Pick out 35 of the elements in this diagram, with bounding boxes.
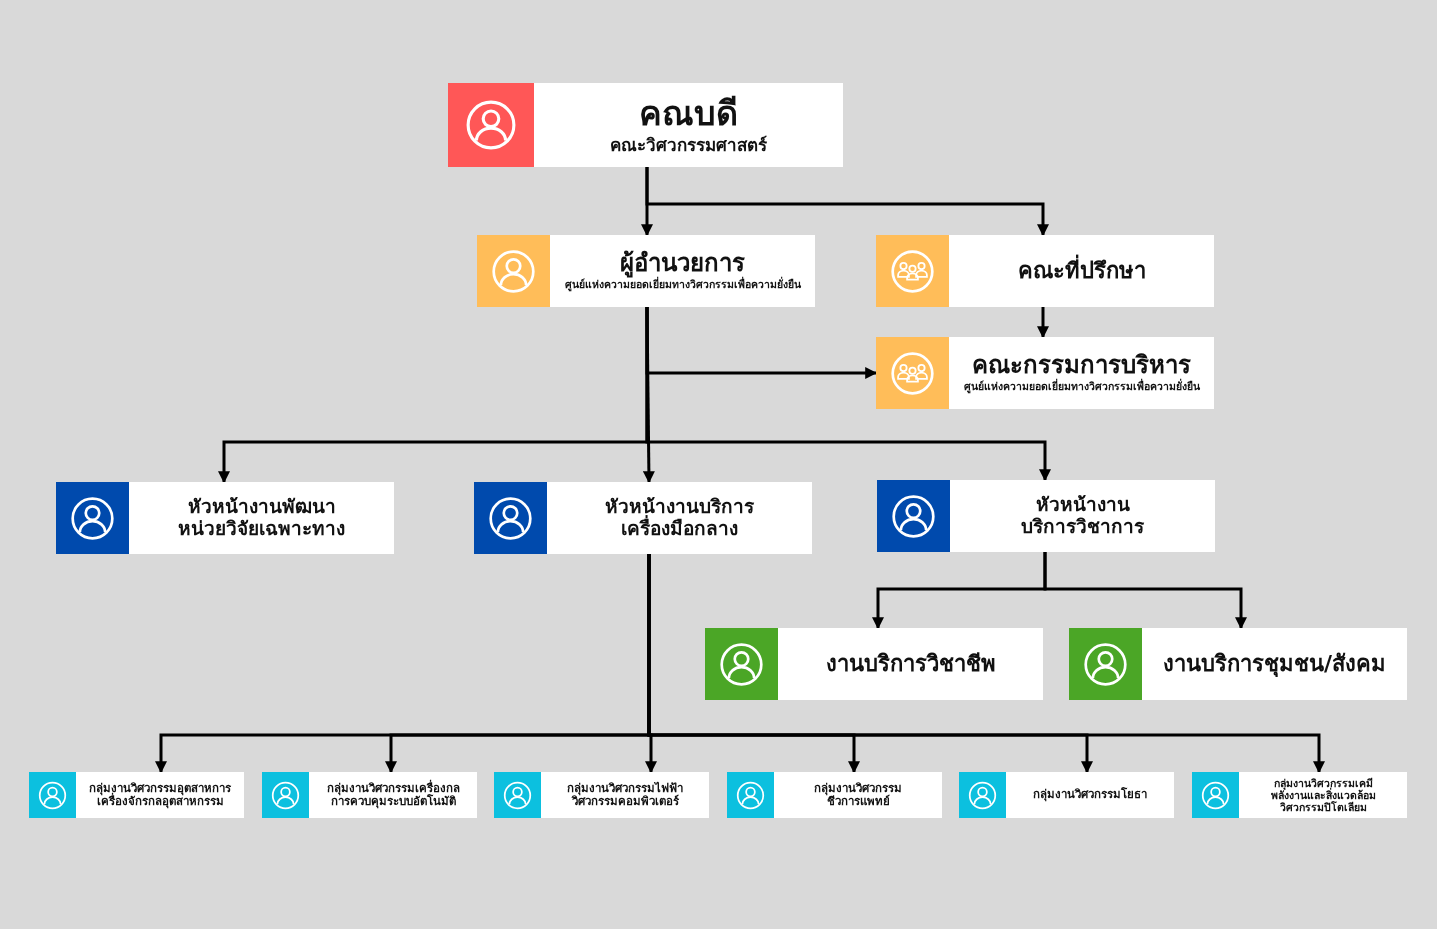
org-card: [959, 772, 1174, 818]
role-title: งานบริการวิชาชีพ: [825, 651, 996, 677]
org-card: [1069, 628, 1407, 700]
role-title: คณบดี: [639, 94, 738, 134]
role-title: หัวหน้างานบริการ เครื่องมือกลาง: [605, 496, 754, 540]
role-title: ผู้อำนวยการ: [620, 250, 745, 278]
role-title: หัวหน้างาน บริการวิชาการ: [1021, 494, 1144, 538]
org-card: [477, 235, 815, 307]
org-card: [1192, 772, 1407, 818]
unit-subtitle: ศูนย์แห่งความยอดเยี่ยมทางวิศวกรรมเพื่อความยั่งยืน: [963, 379, 1200, 394]
org-card: [727, 772, 942, 818]
role-title: กลุ่มงานวิศวกรรมเคมี พลังงานและสิ่งแวดล้อม วิศวกรรมปิโตเลียม: [1270, 776, 1376, 814]
role-title: กลุ่มงานวิศวกรรมอุตสาหการ เครื่องจักรกลอุตสาหกรรม: [89, 781, 231, 809]
arrow: [645, 307, 1051, 482]
org-card: [876, 337, 1214, 409]
unit-subtitle: ศูนย์แห่งความยอดเยี่ยมทางวิศวกรรมเพื่อความยั่งยืน: [564, 277, 801, 292]
org-card: [705, 628, 1043, 700]
org-card: [494, 772, 709, 818]
role-title: กลุ่มงานวิศวกรรมไฟฟ้า วิศวกรรมคอมพิวเตอร์: [567, 781, 683, 809]
org-card: [474, 482, 812, 554]
arrow: [1043, 552, 1247, 630]
role-title: กลุ่มงานวิศวกรรมเครื่องกล การควบคุมระบบอัตโนมัติ: [326, 781, 460, 809]
org-card: [448, 83, 843, 167]
role-title: หัวหน้างานพัฒนา หน่วยวิจัยเฉพาะทาง: [178, 496, 345, 540]
org-card: [877, 480, 1215, 552]
org-card: [262, 772, 477, 818]
role-title: งานบริการชุมชน/สังคม: [1162, 651, 1386, 677]
arrow: [1037, 307, 1049, 339]
arrow: [645, 167, 1049, 237]
role-title: กลุ่มงานวิศวกรรม ชีวการแพทย์: [814, 781, 902, 809]
org-card: [29, 772, 244, 818]
unit-subtitle: คณะวิศวกรรมศาสตร์: [610, 133, 767, 156]
org-card: [876, 235, 1214, 307]
org-card: [56, 482, 394, 554]
role-title: กลุ่มงานวิศวกรรมโยธา: [1033, 788, 1147, 802]
